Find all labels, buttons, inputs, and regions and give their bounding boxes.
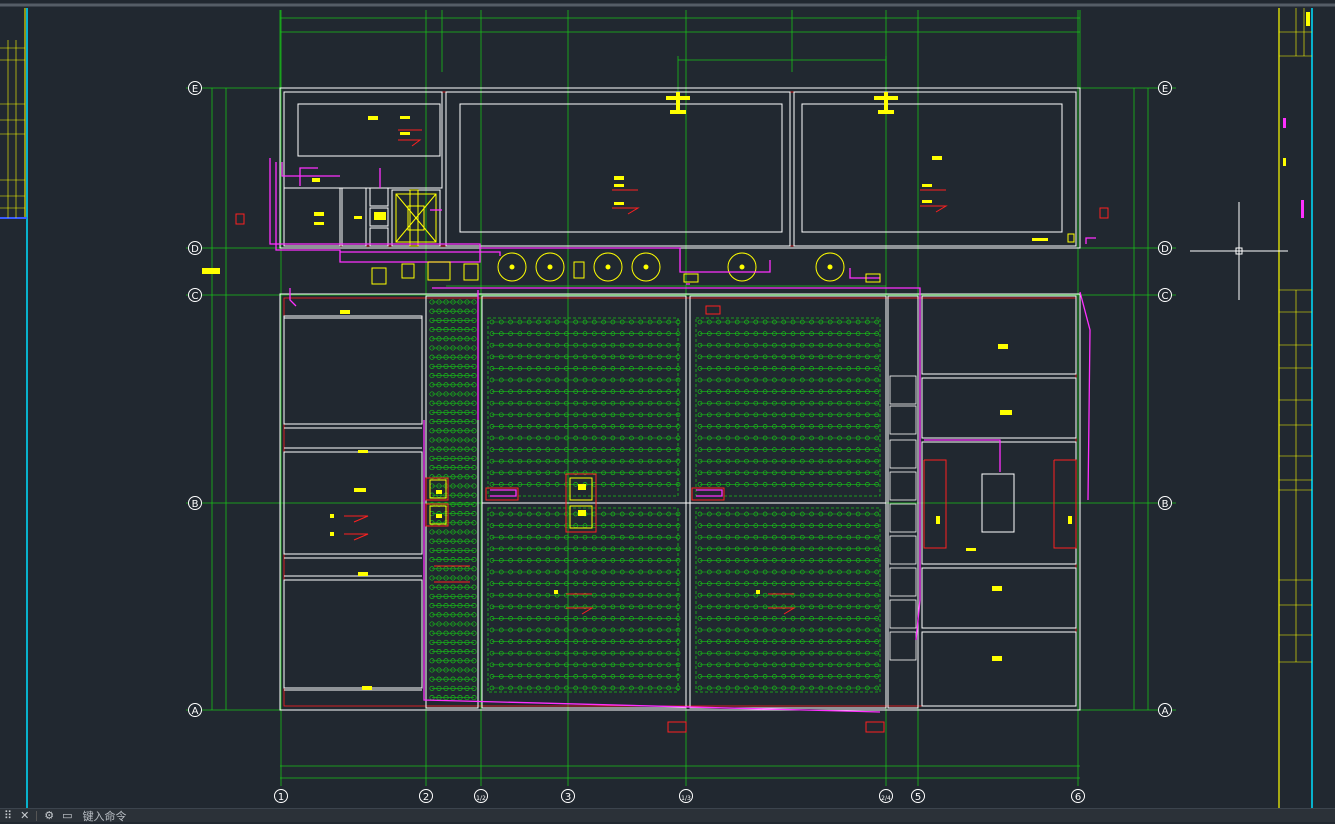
- axis-label-h: 1/3: [681, 795, 691, 802]
- red-annotations: [235, 129, 1109, 733]
- axis-label-h: 6: [1075, 792, 1081, 803]
- axis-label-v: E: [192, 84, 198, 95]
- wrench-icon[interactable]: ⚙: [44, 809, 55, 822]
- right-narrow-cells: [889, 375, 917, 661]
- axis-label-h: 1/2: [476, 795, 486, 802]
- axis-label-v: C: [192, 291, 199, 302]
- axis-bubble-v: B: [188, 496, 202, 510]
- axis-label-h: 1: [278, 792, 284, 803]
- axis-label-h: 5: [915, 792, 921, 803]
- axis-bubble-v: D: [1158, 241, 1172, 255]
- axis-label-h: 3: [565, 792, 571, 803]
- axis-bubble-h: 2/4: [879, 789, 893, 803]
- axis-label-h: 2/4: [881, 795, 891, 802]
- axis-label-v: B: [192, 499, 199, 510]
- axis-bubbles: 1 2 1/2 3 1/3 2/4 5 6 E E D D C C B B A A: [188, 81, 1172, 803]
- axis-bubble-v: C: [1158, 288, 1172, 302]
- grip-icon[interactable]: ⠿: [4, 809, 13, 822]
- command-input[interactable]: 键入命令: [82, 809, 127, 823]
- axis-label-v: D: [1161, 244, 1169, 255]
- axis-bubble-h: 1/3: [679, 789, 693, 803]
- axis-bubble-h: 1: [274, 789, 288, 803]
- terminal-icon[interactable]: ▭: [62, 809, 73, 822]
- axis-label-v: E: [1162, 84, 1168, 95]
- right-title-block: [1278, 8, 1313, 808]
- axis-bubble-h: 5: [911, 789, 925, 803]
- axis-bubble-h: 3: [561, 789, 575, 803]
- magenta-piping: [269, 158, 1096, 713]
- axis-bubble-v: B: [1158, 496, 1172, 510]
- axis-label-h: 2: [423, 792, 429, 803]
- building-outline: [279, 87, 1081, 711]
- axis-bubble-v: E: [188, 81, 202, 95]
- axis-bubble-h: 2: [419, 789, 433, 803]
- axis-label-v: D: [191, 244, 199, 255]
- axis-bubble-v: E: [1158, 81, 1172, 95]
- axis-bubble-h: 1/2: [474, 789, 488, 803]
- axis-bubble-v: D: [188, 241, 202, 255]
- axis-label-v: A: [192, 706, 199, 717]
- axis-bubble-v: C: [188, 288, 202, 302]
- left-title-strip: [0, 8, 28, 808]
- crosshair-cursor: [1190, 202, 1288, 300]
- axis-label-v: B: [1162, 499, 1169, 510]
- command-bar: ⠿ ✕ ⚙ ▭ 键入命令: [0, 808, 1335, 823]
- axis-bubble-v: A: [188, 703, 202, 717]
- axis-label-v: C: [1162, 291, 1169, 302]
- yellow-tags: [202, 92, 1075, 690]
- close-icon[interactable]: ✕: [20, 809, 30, 822]
- axis-label-v: A: [1162, 706, 1169, 717]
- aeration-grids: [429, 285, 886, 701]
- axis-bubble-v: A: [1158, 703, 1172, 717]
- axis-bubble-h: 6: [1071, 789, 1085, 803]
- side-dimensions: [211, 88, 1149, 710]
